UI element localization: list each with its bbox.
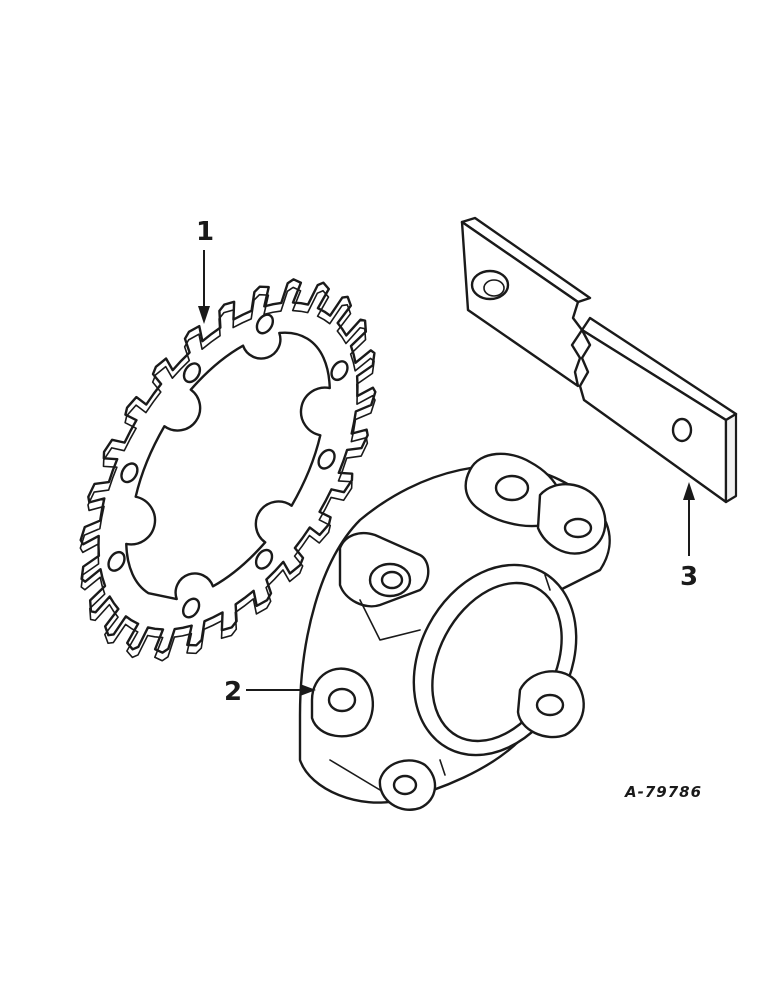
callout-2: 2 — [224, 677, 316, 707]
sprocket-bolt-holes — [107, 313, 349, 619]
sprocket-icon — [79, 278, 377, 662]
callout-2-label: 2 — [224, 677, 242, 707]
callout-1-label: 1 — [196, 217, 214, 247]
callout-3-label: 3 — [680, 562, 698, 592]
callout-3: 3 — [680, 482, 698, 592]
bearing-housing-icon — [298, 452, 611, 811]
reference-number: A-79786 — [624, 783, 702, 801]
callout-1: 1 — [196, 217, 214, 324]
strap-icon — [460, 216, 738, 504]
